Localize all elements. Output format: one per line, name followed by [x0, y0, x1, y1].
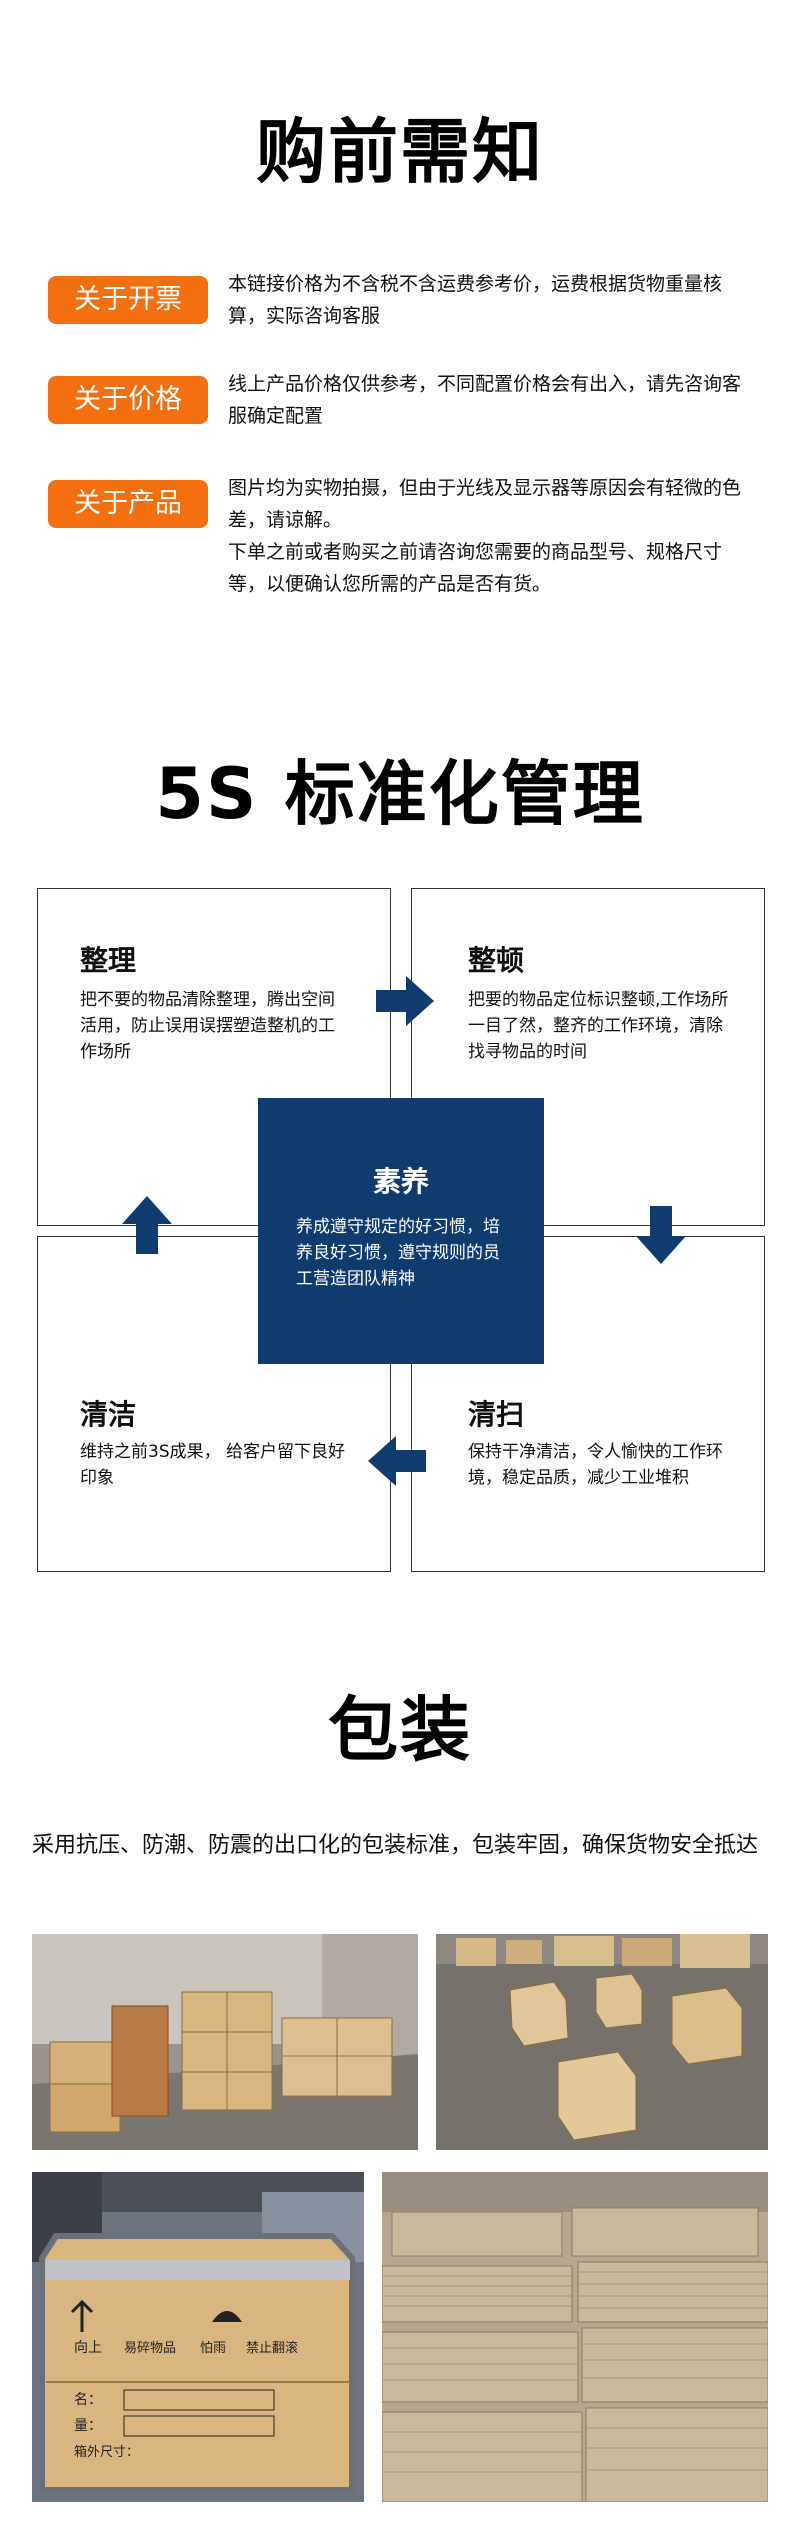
- crate-label-nostack: 禁止翻滚: [246, 2340, 298, 2356]
- crate-label-fragile: 易碎物品: [124, 2341, 176, 2356]
- box-shitsuke: 素养 养成遵守规定的好习惯，培养良好习惯，遵守规则的员工营造团队精神: [258, 1098, 544, 1364]
- box-title: 整顿: [468, 944, 525, 977]
- box-text: 维持之前3S成果， 给客户留下良好印象: [80, 1442, 346, 1488]
- notice-text: 图片均为实物拍摄，但由于光线及显示器等原因会有轻微的色差，请谅解。 下单之前或者…: [228, 472, 758, 600]
- arrow-left-icon: [368, 1436, 426, 1486]
- arrow-right-icon: [376, 976, 434, 1026]
- center-text: 养成遵守规定的好习惯，培养良好习惯，遵守规则的员工营造团队精神: [296, 1217, 500, 1289]
- box-seiri: 整理 把不要的物品清除整理，腾出空间活用，防止误用误摆塑造整机的工作场所: [37, 888, 391, 1226]
- photo-crate-markings: 向上 易碎物品 怕雨 禁止翻滚 名： 量： 箱外尺寸：: [32, 2172, 364, 2502]
- notice-badge: 关于产品: [48, 480, 208, 528]
- notice-badge: 关于价格: [48, 376, 208, 424]
- photo-cardboard-stacks: [382, 2172, 768, 2502]
- photo-crates-floor: [436, 1934, 768, 2150]
- crate-label-qty: 量：: [74, 2418, 102, 2434]
- notice-line: 线上产品价格仅供参考，不同配置价格会有出入，请先咨询客服确定配置: [228, 373, 742, 427]
- box-text: 把不要的物品清除整理，腾出空间活用，防止误用误摆塑造整机的工作场所: [80, 990, 335, 1062]
- notice-line: 下单之前或者购买之前请咨询您需要的商品型号、规格尺寸等，以便确认您所需的产品是否…: [228, 541, 723, 595]
- notice-text: 线上产品价格仅供参考，不同配置价格会有出入，请先咨询客服确定配置: [228, 368, 758, 432]
- notice-badge: 关于开票: [48, 276, 208, 324]
- box-text: 把要的物品定位标识整顿,工作场所一目了然，整齐的工作环境，清除找寻物品的时间: [468, 990, 729, 1062]
- photo-crates-room: [32, 1934, 418, 2150]
- arrow-up-icon: [122, 1196, 172, 1254]
- arrow-down-icon: [636, 1206, 686, 1264]
- notice-title: 购前需知: [256, 111, 544, 193]
- crate-label-size: 箱外尺寸：: [74, 2444, 139, 2460]
- crate-label-up: 向上: [74, 2340, 102, 2356]
- five-s-title: 5S 标准化管理: [155, 753, 645, 835]
- crate-label-rain: 怕雨: [200, 2341, 226, 2356]
- box-title: 整理: [80, 944, 137, 977]
- box-text: 保持干净清洁，令人愉快的工作环境，稳定品质，减少工业堆积: [468, 1442, 723, 1488]
- box-title: 清洁: [80, 1398, 137, 1431]
- notice-text: 本链接价格为不含税不含运费参考价，运费根据货物重量核算，实际咨询客服: [228, 268, 758, 332]
- crate-label-name: 名：: [74, 2392, 102, 2408]
- packaging-title: 包装: [328, 1689, 472, 1771]
- center-title: 素养: [372, 1165, 429, 1198]
- packaging-description: 采用抗压、防潮、防震的出口化的包装标准，包装牢固，确保货物安全抵达: [32, 1833, 759, 1858]
- notice-line: 图片均为实物拍摄，但由于光线及显示器等原因会有轻微的色差，请谅解。: [228, 477, 742, 531]
- box-title: 清扫: [468, 1398, 525, 1431]
- notice-line: 本链接价格为不含税不含运费参考价，运费根据货物重量核算，实际咨询客服: [228, 273, 723, 327]
